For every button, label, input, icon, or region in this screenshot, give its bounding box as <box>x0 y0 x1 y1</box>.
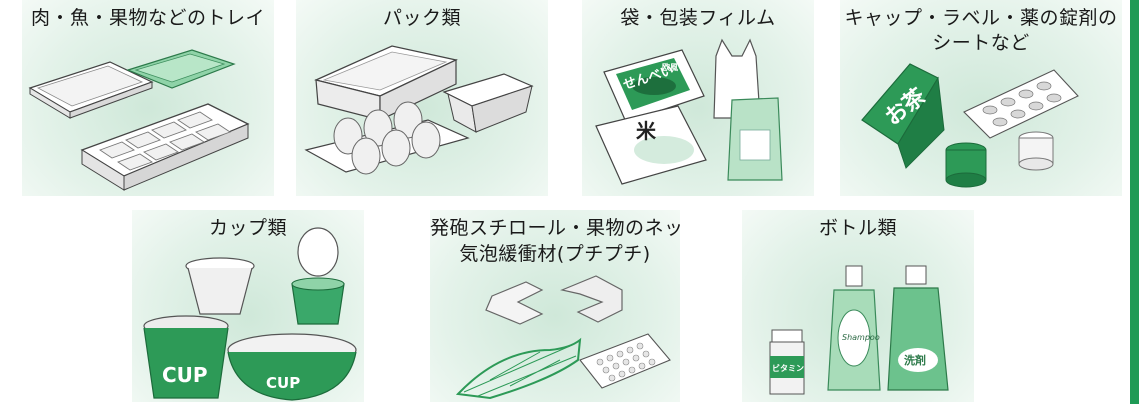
flat-tray-icon <box>28 61 154 119</box>
fruit-net-icon <box>455 337 582 400</box>
category-card-packs: パック類 <box>296 0 548 196</box>
category-title-caps-line2: シートなど <box>932 32 1030 54</box>
vitamin-label: ビタミン <box>772 363 804 373</box>
accent-side-bar <box>1130 0 1139 404</box>
cup-noodle-icon: CUP <box>143 315 229 399</box>
category-card-bottles: ボトル類 ビタミン Shampoo 洗剤 <box>742 210 974 402</box>
detergent-bottle-icon: 洗剤 <box>887 265 949 391</box>
category-card-caps: キャップ・ラベル・薬の錠剤の シートなど お茶 <box>840 0 1122 196</box>
packs-illustration <box>304 45 534 175</box>
category-title-cups: カップ類 <box>208 217 287 239</box>
cups-illustration: CUP CUP <box>143 227 357 401</box>
clamshell-pack-icon <box>314 45 458 121</box>
vitamin-bottle-icon: ビタミン <box>769 329 805 395</box>
shampoo-bottle-icon: Shampoo <box>827 265 881 391</box>
foam-block-icon <box>485 275 623 325</box>
pill-sheet-icon <box>963 69 1079 139</box>
category-card-bags: 袋・包装フィルム 欧風 せんべい 米 <box>582 0 814 196</box>
cup-label-2: CUP <box>266 374 300 392</box>
category-title-bottles: ボトル類 <box>818 217 897 239</box>
detergent-label: 洗剤 <box>904 353 926 367</box>
shampoo-label: Shampoo <box>842 333 880 342</box>
bags-illustration: 欧風 せんべい 米 <box>595 38 783 185</box>
bowl-icon: CUP <box>227 333 357 401</box>
category-title-foam-line1: 発砲スチロール・果物のネット・ <box>430 217 680 239</box>
foam-illustration <box>455 275 671 400</box>
category-card-trays: 肉・魚・果物などのトレイ <box>22 0 274 196</box>
refill-pouch-icon <box>727 97 783 181</box>
green-tray-icon <box>126 49 236 89</box>
small-cup-icon <box>185 257 255 315</box>
senbei-bag-icon: 欧風 せんべい <box>603 49 705 123</box>
caps-illustration: お茶 <box>861 63 1079 188</box>
senbei-small-label: 欧風 <box>662 62 678 72</box>
rice-bag-icon: 米 <box>595 105 707 185</box>
category-title-trays: 肉・魚・果物などのトレイ <box>30 7 265 29</box>
category-title-bags: 袋・包装フィルム <box>620 7 776 29</box>
cup-label-1: CUP <box>162 363 208 387</box>
category-card-foam: 発砲スチロール・果物のネット・ 気泡緩衝材(プチプチ) <box>430 210 680 402</box>
green-cap-icon <box>945 142 987 188</box>
rice-label: 米 <box>636 119 657 143</box>
category-card-cups: カップ類 CUP CUP <box>132 210 364 402</box>
bottles-illustration: ビタミン Shampoo 洗剤 <box>769 265 949 395</box>
white-cap-icon <box>1018 131 1054 171</box>
category-title-packs: パック類 <box>382 7 461 29</box>
bubble-wrap-icon <box>579 333 671 389</box>
egg-carton-icon <box>304 101 470 175</box>
egg-tray-icon <box>80 103 250 191</box>
category-title-caps-line1: キャップ・ラベル・薬の錠剤の <box>844 7 1118 29</box>
basket-pack-icon <box>442 73 534 133</box>
category-title-foam-line2: 気泡緩衝材(プチプチ) <box>459 243 651 265</box>
trays-illustration <box>28 49 250 191</box>
plastic-shopping-bag-icon <box>713 38 761 119</box>
jelly-cup-icon <box>291 227 345 325</box>
tea-bottle-label-icon: お茶 <box>861 63 945 169</box>
